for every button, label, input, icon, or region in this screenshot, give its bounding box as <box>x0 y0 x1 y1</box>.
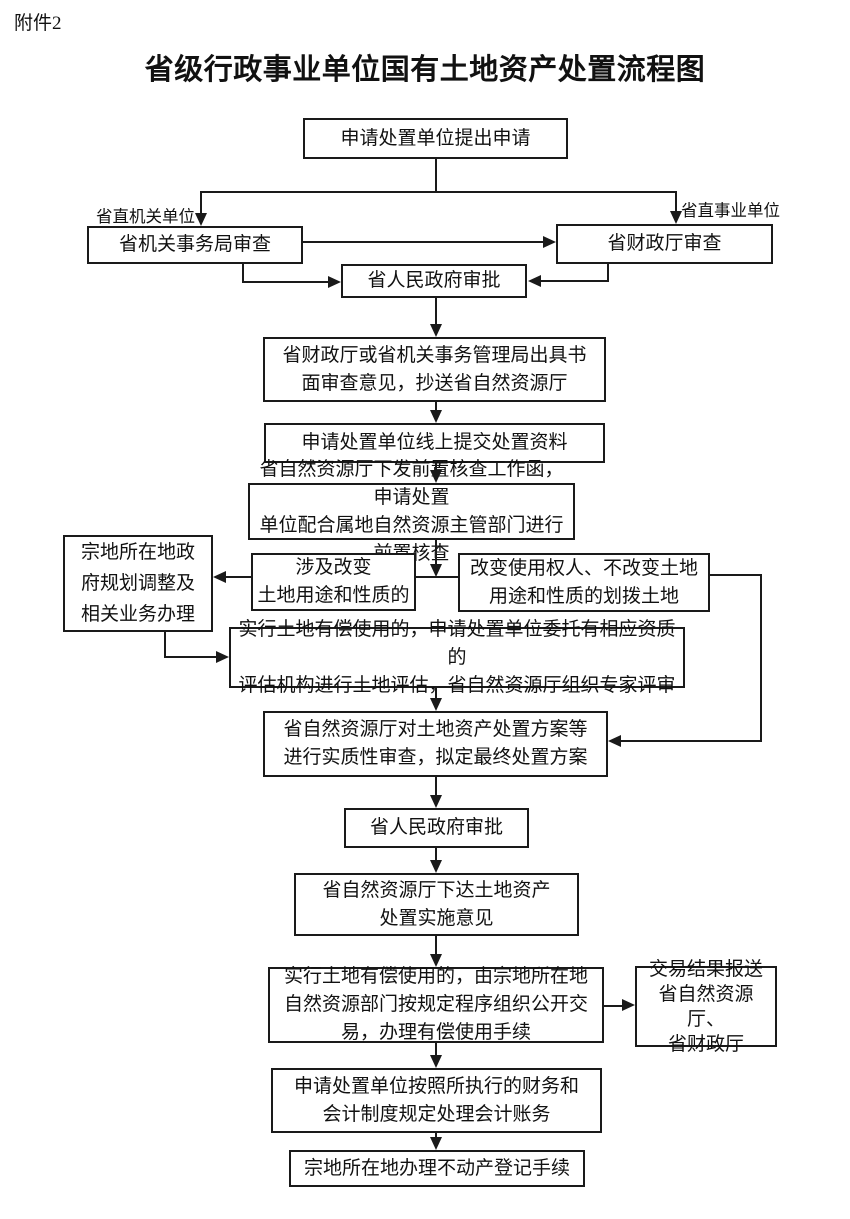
arrowhead-right-icon <box>216 651 229 663</box>
flow-node-plan-adjust: 宗地所在地政 府规划调整及 相关业务办理 <box>63 535 213 632</box>
connector-line <box>435 848 437 860</box>
connector-line <box>435 540 437 564</box>
arrowhead-right-icon <box>543 236 556 248</box>
arrowhead-down-icon <box>430 1055 442 1068</box>
connector-line <box>675 191 677 211</box>
connector-line <box>435 158 437 193</box>
flow-node-pre-check: 省自然资源厅下发前置核查工作函，申请处置 单位配合属地自然资源主管部门进行前置核… <box>248 459 575 564</box>
flow-node-apply: 申请处置单位提出申请 <box>303 118 568 159</box>
connector-line <box>710 574 762 576</box>
connector-line <box>541 280 609 282</box>
connector-line <box>226 576 251 578</box>
flow-node-org-affairs-review: 省机关事务局审查 <box>87 226 303 264</box>
connector-line <box>435 402 437 410</box>
flow-node-change-use: 涉及改变 土地用途和性质的 <box>251 553 416 611</box>
connector-line <box>760 574 762 742</box>
arrowhead-down-icon <box>430 470 442 483</box>
arrowhead-left-icon <box>528 275 541 287</box>
connector-line <box>164 632 166 658</box>
connector-line <box>200 191 202 213</box>
arrowhead-down-icon <box>430 795 442 808</box>
connector-line <box>303 241 543 243</box>
arrowhead-right-icon <box>328 276 341 288</box>
arrowhead-down-icon <box>430 1137 442 1150</box>
connector-line <box>242 281 328 283</box>
connector-line <box>435 1043 437 1055</box>
connector-line <box>200 191 677 193</box>
arrowhead-right-icon <box>622 999 635 1011</box>
flow-node-finance-review: 省财政厅审查 <box>556 224 773 264</box>
arrowhead-left-icon <box>213 571 226 583</box>
branch-label-left: 省直机关单位 <box>96 207 195 226</box>
arrowhead-left-icon <box>608 735 621 747</box>
connector-line <box>164 656 216 658</box>
arrowhead-down-icon <box>195 213 207 226</box>
arrowhead-down-icon <box>430 324 442 337</box>
flow-node-implement-opinion: 省自然资源厅下达土地资产 处置实施意见 <box>294 873 579 936</box>
connector-line <box>621 740 762 742</box>
arrowhead-down-icon <box>430 860 442 873</box>
arrowhead-down-icon <box>430 564 442 577</box>
attachment-label: 附件2 <box>14 13 62 34</box>
flow-node-registration: 宗地所在地办理不动产登记手续 <box>289 1150 585 1187</box>
flow-node-gov-approval-2: 省人民政府审批 <box>344 808 529 848</box>
connector-line <box>435 1133 437 1137</box>
connector-line <box>416 576 458 578</box>
arrowhead-down-icon <box>430 954 442 967</box>
arrowhead-down-icon <box>430 410 442 423</box>
connector-line <box>435 463 437 470</box>
flow-node-substantive-review: 省自然资源厅对土地资产处置方案等 进行实质性审查，拟定最终处置方案 <box>263 711 608 777</box>
flow-node-change-owner: 改变使用权人、不改变土地 用途和性质的划拨土地 <box>458 553 710 612</box>
branch-label-right: 省直事业单位 <box>681 201 780 220</box>
connector-line <box>435 688 437 698</box>
page-title: 省级行政事业单位国有土地资产处置流程图 <box>144 54 706 86</box>
connector-line <box>435 777 437 795</box>
flow-node-online-submit: 申请处置单位线上提交处置资料 <box>264 423 605 463</box>
arrowhead-down-icon <box>430 698 442 711</box>
connector-line <box>242 264 244 283</box>
connector-line <box>435 936 437 954</box>
flow-node-public-trade: 实行土地有偿使用的，由宗地所在地 自然资源部门按规定程序组织公开交 易，办理有偿… <box>268 966 604 1043</box>
flow-node-written-opinion: 省财政厅或省机关事务管理局出具书 面审查意见，抄送省自然资源厅 <box>263 337 606 402</box>
connector-line <box>607 264 609 282</box>
flow-node-trade-report: 交易结果报送 省自然资源厅、 省财政厅 <box>635 959 777 1055</box>
arrowhead-down-icon <box>670 211 682 224</box>
connector-line <box>435 298 437 324</box>
flow-node-gov-approval-1: 省人民政府审批 <box>341 264 527 298</box>
flow-node-appraisal: 实行土地有偿使用的，申请处置单位委托有相应资质的 评估机构进行土地评估，省自然资… <box>229 619 685 696</box>
connector-line <box>604 1005 622 1007</box>
flow-node-accounting: 申请处置单位按照所执行的财务和 会计制度规定处理会计账务 <box>271 1068 602 1133</box>
